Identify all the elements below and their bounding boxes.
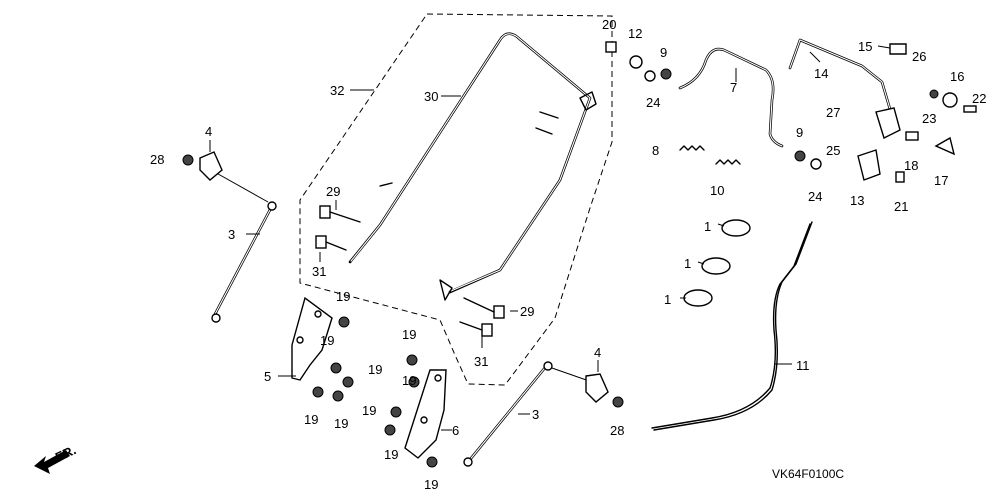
callout: 19	[368, 362, 382, 377]
callout: 10	[710, 183, 724, 198]
nuts-19	[312, 316, 438, 468]
nut-28-right	[612, 396, 624, 408]
callout: 28	[150, 152, 164, 167]
lower-handle-right	[463, 361, 593, 467]
callout: 14	[814, 66, 828, 81]
cable-clips	[683, 219, 751, 307]
small-hardware	[605, 41, 977, 183]
callout: 5	[264, 369, 271, 384]
handle-bracket-right	[404, 369, 447, 459]
handle-bracket-left	[291, 296, 333, 381]
callout: 19	[336, 289, 350, 304]
front-direction-label: FR.	[53, 442, 78, 464]
callout: 19	[402, 373, 416, 388]
control-rod	[678, 47, 784, 148]
callout: 19	[362, 403, 376, 418]
callout: 24	[808, 189, 822, 204]
callout: 4	[594, 345, 601, 360]
callout: 24	[646, 95, 660, 110]
callout: 15	[858, 39, 872, 54]
callout: 7	[730, 80, 737, 95]
upper-handle	[348, 32, 597, 301]
diagram-code: VK64F0100C	[772, 467, 844, 481]
callout: 1	[704, 219, 711, 234]
callout: 19	[424, 477, 438, 492]
callout: 3	[532, 407, 539, 422]
callout: 22	[972, 91, 986, 106]
callout: 9	[796, 125, 803, 140]
callout: 18	[904, 158, 918, 173]
callout: 23	[922, 111, 936, 126]
callout: 12	[628, 26, 642, 41]
callout: 3	[228, 227, 235, 242]
callout: 32	[330, 83, 344, 98]
callout: 29	[326, 184, 340, 199]
callout: 19	[334, 416, 348, 431]
callout: 17	[934, 173, 948, 188]
callout: 30	[424, 89, 438, 104]
callout: 19	[320, 333, 334, 348]
callout: 4	[205, 124, 212, 139]
spring-10	[715, 159, 741, 165]
front-direction-arrow: FR.	[34, 442, 78, 474]
callout: 31	[474, 354, 488, 369]
callout: 9	[660, 45, 667, 60]
callout: 8	[652, 143, 659, 158]
leader-lines	[209, 45, 891, 431]
callout: 28	[610, 423, 624, 438]
spring-8	[679, 145, 705, 151]
callout: 1	[684, 256, 691, 271]
callout: 29	[520, 304, 534, 319]
callout: 16	[950, 69, 964, 84]
callout: 13	[850, 193, 864, 208]
callout: 25	[826, 143, 840, 158]
callout: 27	[826, 105, 840, 120]
callout: 21	[894, 199, 908, 214]
knob-right	[585, 373, 609, 403]
callout: 19	[402, 327, 416, 342]
control-cable	[651, 223, 811, 429]
callout: 31	[312, 264, 326, 279]
callout: 1	[664, 292, 671, 307]
callout: 11	[796, 358, 810, 373]
knob-left	[199, 151, 223, 181]
handle-group-outline	[299, 13, 613, 386]
callout: 19	[384, 447, 398, 462]
nut-28-left	[182, 154, 194, 166]
callout: 20	[602, 17, 616, 32]
callout: 26	[912, 49, 926, 64]
lower-handle-left	[210, 169, 277, 323]
callout: 19	[304, 412, 318, 427]
callout-numbers: 32 30 4 28 3 29 31 19 19 19 5 19 19 19 1…	[150, 17, 986, 492]
bolts	[315, 205, 505, 337]
callout: 6	[452, 423, 459, 438]
